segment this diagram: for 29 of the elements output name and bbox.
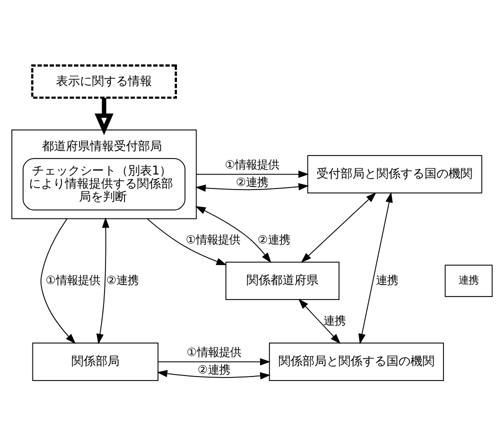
arrow	[358, 192, 393, 344]
arrow	[196, 170, 309, 178]
edge-label: ①情報提供	[224, 158, 280, 172]
arrow	[158, 358, 271, 366]
arrow	[195, 183, 309, 192]
edge-label: ①情報提供	[186, 233, 240, 246]
edge-label: 連携	[324, 314, 346, 328]
node-box: 受付部局と関係する国の機関	[307, 155, 482, 194]
edge-label: 連携	[376, 274, 398, 287]
arrow	[94, 98, 114, 136]
node-box: 都道府県情報受付部局 チェックシート（別表1）により情報提供する関係部局を判断	[11, 129, 197, 220]
node-box: 関係部局と関係する国の機関	[268, 342, 444, 381]
arrow	[300, 192, 376, 263]
edge-label: ②連携	[236, 176, 268, 189]
edge-label: ②連携	[106, 274, 138, 287]
edge-label: ①情報提供	[186, 346, 241, 360]
arrow	[298, 298, 341, 344]
arrow	[195, 206, 272, 263]
arrow	[40, 218, 76, 344]
node-box: 連携	[444, 264, 493, 297]
edge-label: ①情報提供	[46, 274, 100, 287]
edge-label: ②連携	[258, 233, 290, 246]
arrow	[156, 370, 271, 380]
node-box: 関係部局	[32, 342, 158, 381]
node-box: 表示に関する情報	[31, 64, 177, 99]
arrow	[96, 217, 110, 344]
node-box: 関係都道府県	[225, 262, 340, 300]
edge-label: ②連携	[198, 363, 230, 376]
arrow	[146, 218, 227, 266]
